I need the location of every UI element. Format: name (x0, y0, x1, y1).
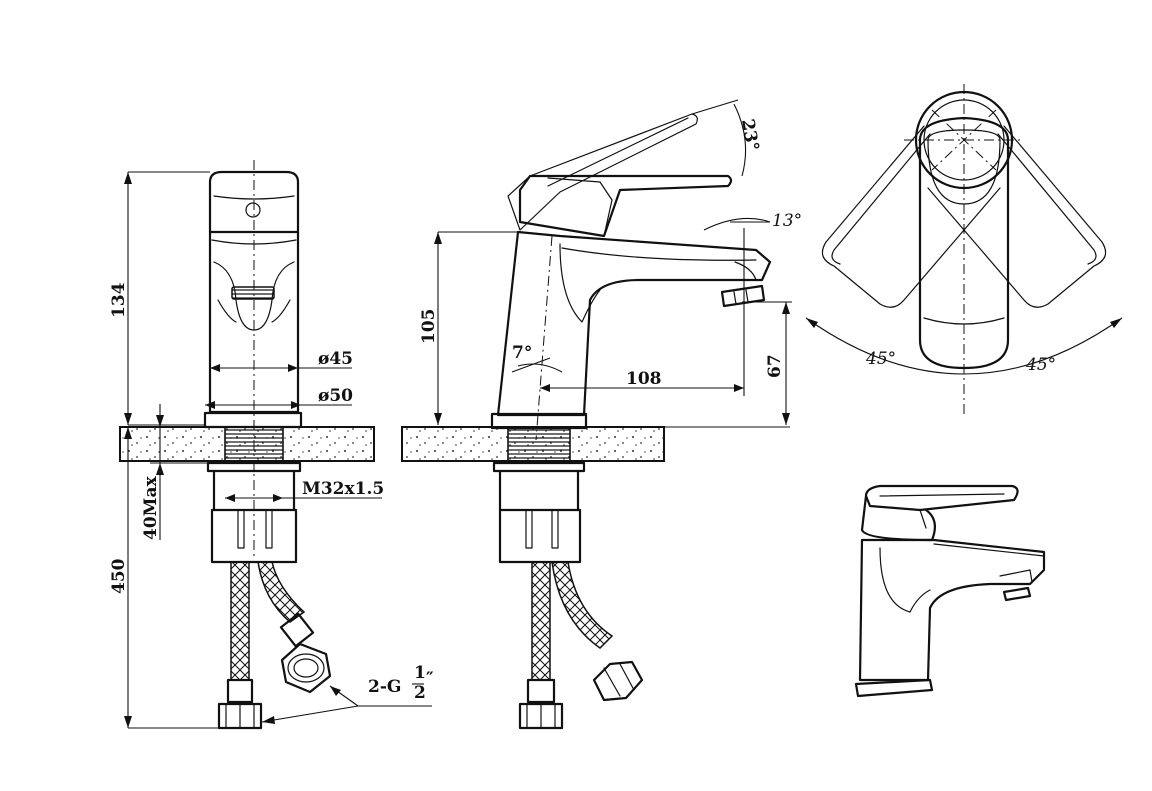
side-height-label: 105 (419, 309, 439, 345)
top-view: 45° 45° (805, 84, 1123, 416)
side-hose-left (531, 561, 551, 681)
front-hose-left (230, 561, 250, 681)
side-lever-closed (518, 174, 733, 238)
top-lever-left (821, 125, 1001, 308)
front-hose-right (257, 561, 306, 623)
front-view: 134 ø45 ø50 M32x1.5 40Max 450 2-G 1 2 ″ (109, 160, 434, 730)
front-body (208, 170, 300, 414)
front-hose-connector-frac-bottom: 2 (414, 683, 426, 703)
persp-base (854, 678, 934, 698)
front-base-diameter-label: ø50 (318, 386, 353, 406)
side-hose-right (551, 561, 614, 649)
side-lever-open (507, 113, 698, 231)
top-right-swing-label: 45° (1025, 355, 1056, 375)
side-body (496, 230, 772, 417)
front-body-diameter-label: ø45 (318, 349, 353, 369)
top-lever-right (927, 125, 1107, 308)
front-hose-length-label: 450 (109, 558, 129, 594)
side-aerator (720, 284, 766, 308)
persp-lever (864, 484, 1019, 512)
front-aerator (231, 286, 275, 300)
front-max-deck-label: 40Max (141, 476, 161, 540)
front-height-label: 134 (109, 282, 129, 318)
front-hose-connector-frac-top: 1 (414, 663, 426, 683)
front-hose-connector-label: 2-G (368, 677, 401, 697)
front-hose-connector-unit: ″ (426, 669, 434, 689)
side-body-tilt-label: 7° (512, 343, 532, 363)
persp-body (858, 538, 1046, 682)
front-lever-hole (245, 202, 261, 218)
side-lever-angle-label: 23° (737, 117, 762, 152)
front-hose-left-nut (217, 702, 263, 730)
side-spout-angle-label: 13° (772, 211, 802, 231)
side-reach-label: 108 (626, 369, 662, 389)
side-hose-left-nut (518, 702, 564, 730)
side-thread-shank (507, 426, 571, 464)
front-thread-label: M32x1.5 (302, 479, 384, 499)
front-base-plate (203, 411, 303, 429)
top-left-swing-label: 45° (865, 349, 896, 369)
front-fixing-nut (206, 461, 302, 473)
perspective-view (854, 484, 1046, 698)
front-hose-right-nut (280, 642, 332, 694)
side-view: 105 108 67 7° 13° 23° (401, 99, 802, 730)
side-spout-height-label: 67 (765, 354, 785, 378)
top-lever-center (918, 116, 1010, 370)
side-base-plate (490, 412, 588, 430)
side-hose-right-nut (592, 660, 644, 702)
